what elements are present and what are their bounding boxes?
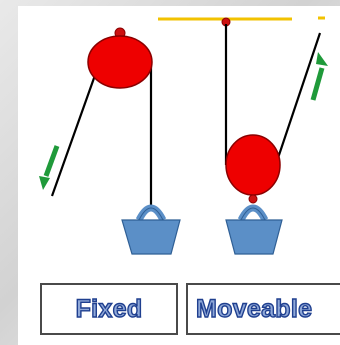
arrow-down-icon [39,145,60,190]
moveable-link [248,194,258,204]
moveable-rope-right [274,32,322,165]
fixed-weight-icon [121,204,181,255]
moveable-pulley-icon [225,134,281,196]
fixed-label-box: Fixed [40,283,178,335]
moveable-label-box: Moveable [186,283,340,335]
fixed-label: Fixed [75,294,143,323]
arrow-up-icon [310,52,328,101]
moveable-label: Moveable [195,294,313,323]
fixed-pulley-icon [87,35,153,89]
fixed-pulley-group [39,27,181,255]
moveable-weight-icon [225,204,283,255]
fixed-rope-left [50,63,101,197]
pulley-diagram [39,16,328,255]
moveable-pulley-group [221,17,328,255]
